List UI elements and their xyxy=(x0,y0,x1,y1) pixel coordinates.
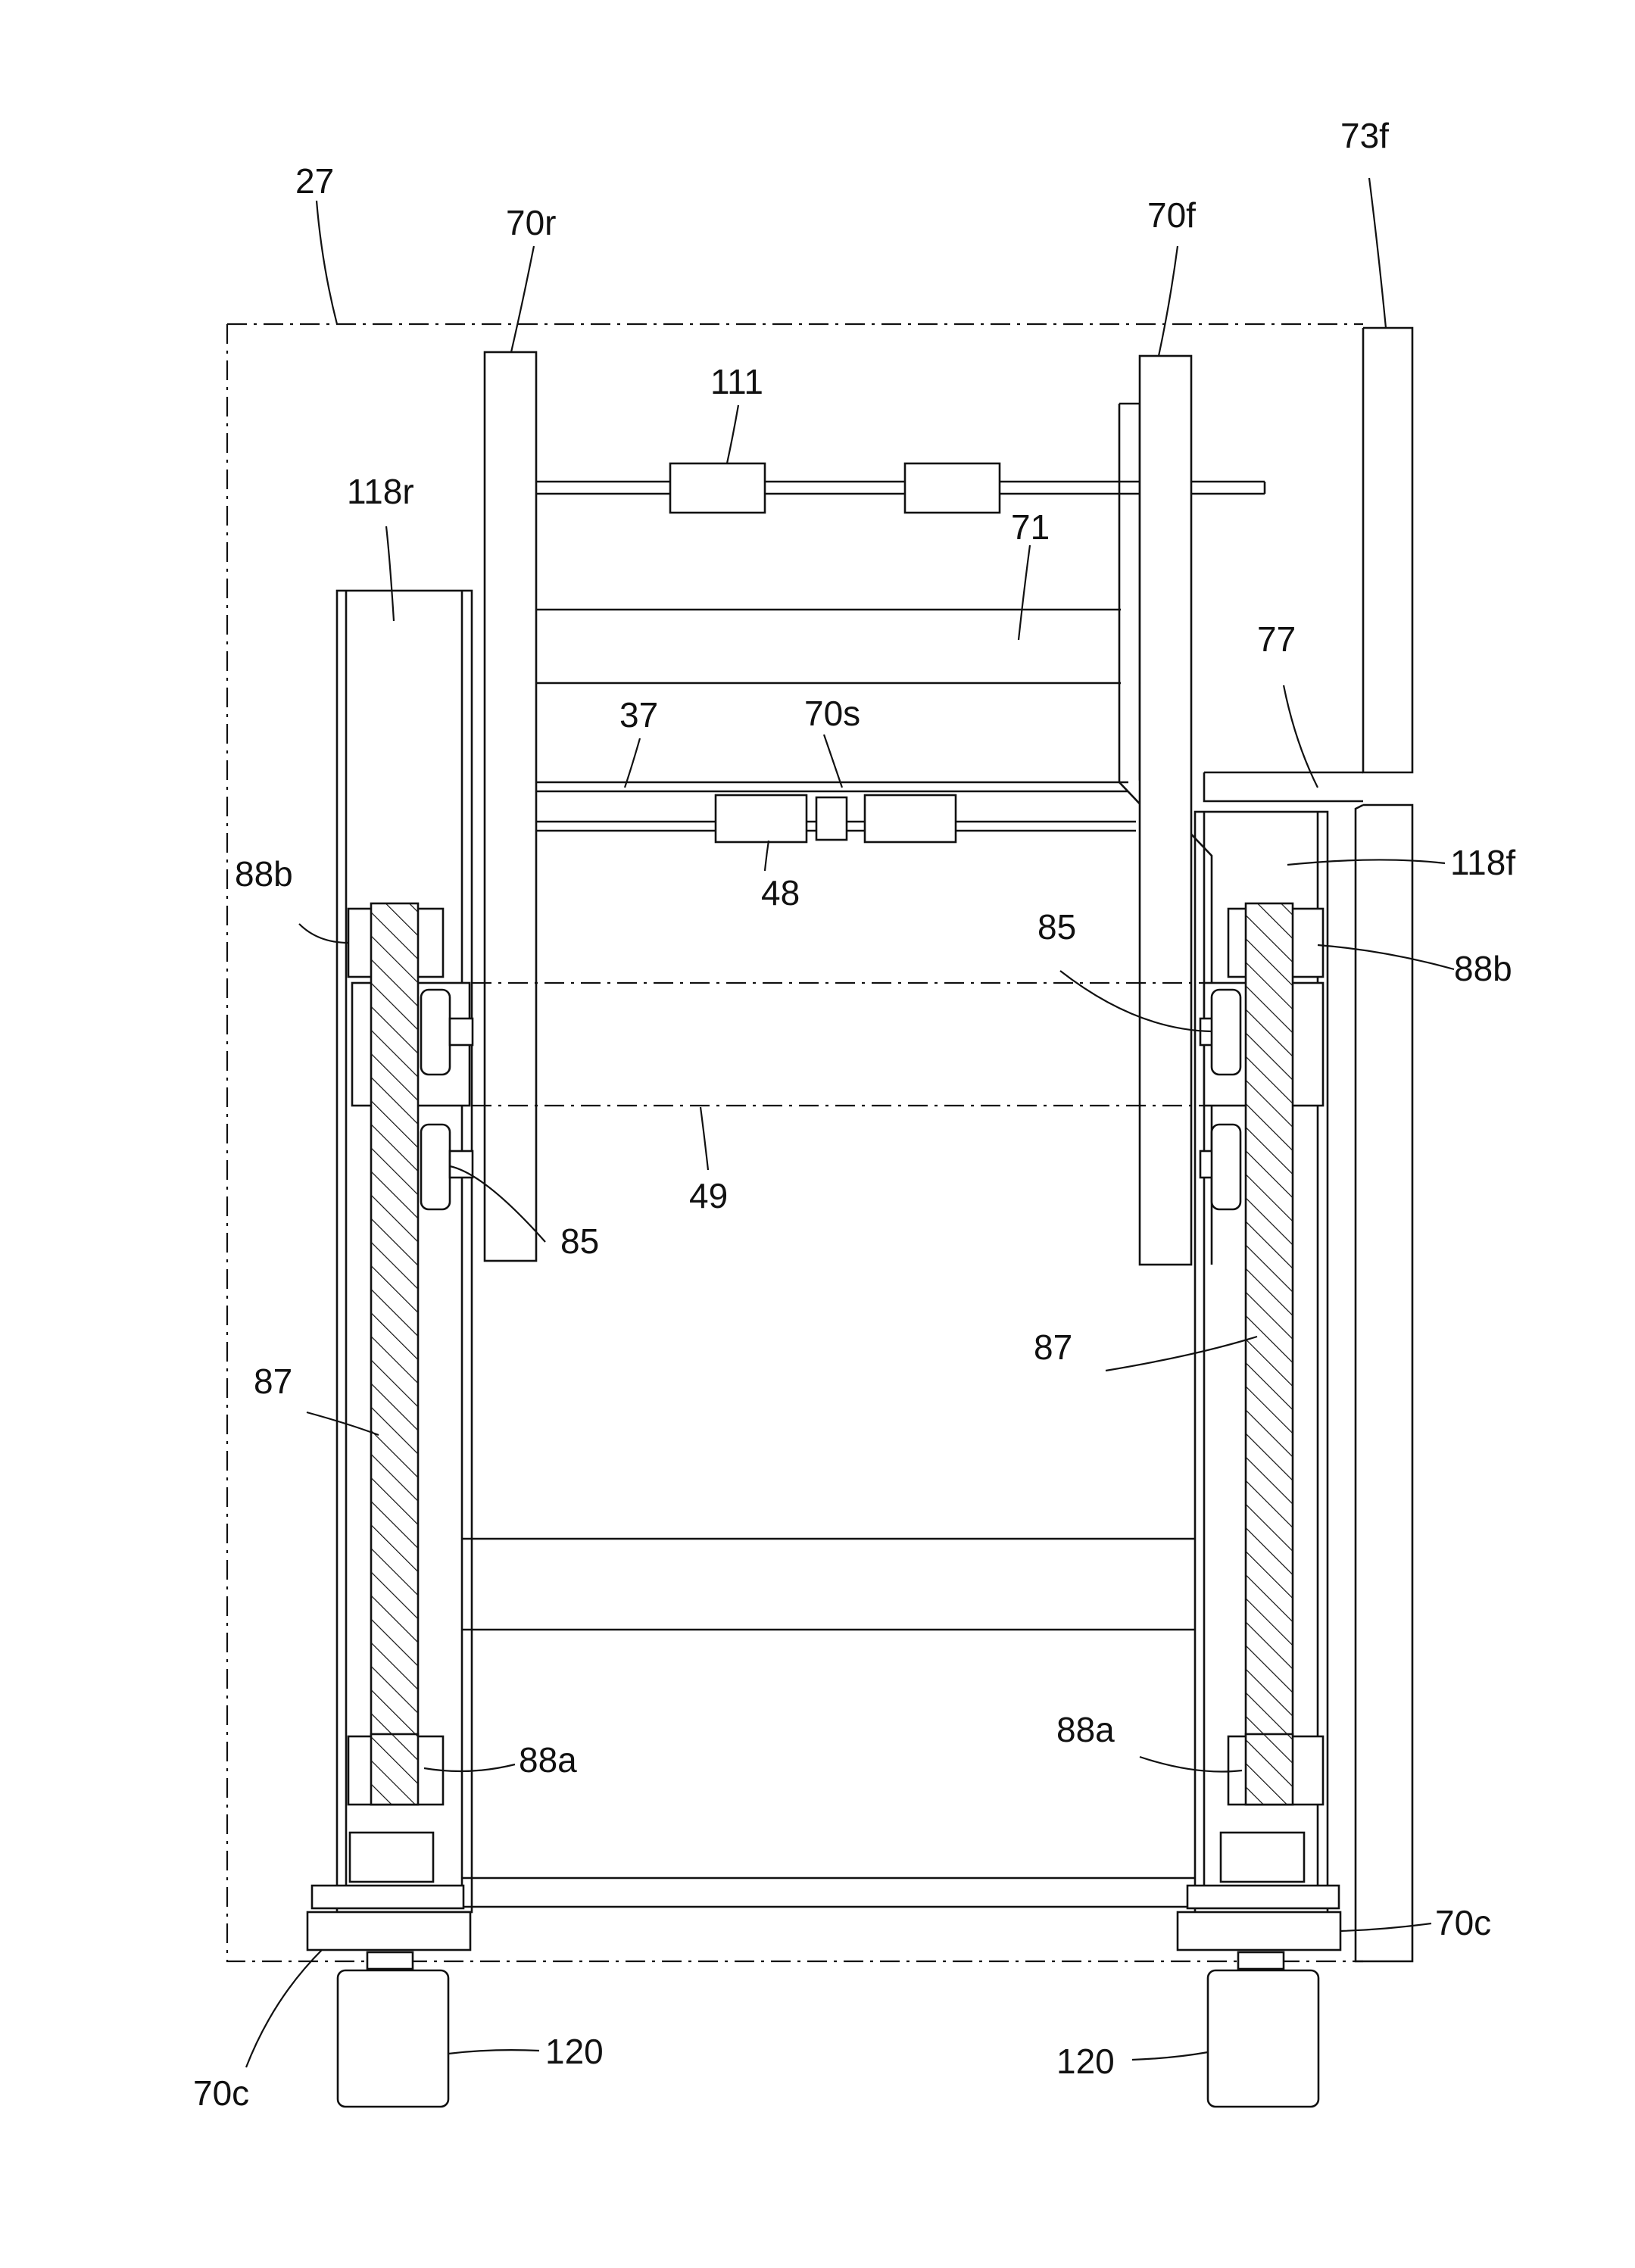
label-87-right: 87 xyxy=(1034,1327,1072,1367)
roller-85-right-top xyxy=(1212,990,1240,1075)
roller-85-left-top xyxy=(421,990,450,1075)
label-70f: 70f xyxy=(1147,195,1196,235)
leader-73f xyxy=(1369,178,1386,328)
leader-70r xyxy=(511,246,534,352)
label-70c-left: 70c xyxy=(193,2073,249,2113)
label-70r: 70r xyxy=(506,203,556,242)
roller-85-left-top-axle xyxy=(450,1019,473,1045)
block-left-bottom xyxy=(350,1833,433,1882)
label-85-left: 85 xyxy=(560,1221,599,1261)
label-88b-left: 88b xyxy=(235,854,293,894)
label-120-right: 120 xyxy=(1056,2042,1115,2081)
label-70s: 70s xyxy=(804,694,860,733)
label-48: 48 xyxy=(761,873,800,913)
leader-37 xyxy=(625,738,640,788)
label-70c-right: 70c xyxy=(1435,1903,1491,1942)
label-111: 111 xyxy=(710,362,763,401)
roller-85-right-bottom xyxy=(1212,1125,1240,1209)
cover-lower xyxy=(1356,805,1412,1961)
label-88a-right: 88a xyxy=(1056,1710,1115,1749)
side-frame-70r xyxy=(485,352,536,1261)
cover-73f xyxy=(1363,328,1412,772)
leader-111 xyxy=(727,405,738,463)
label-120-left: 120 xyxy=(545,2032,604,2071)
roller-85-left-bottom xyxy=(421,1125,450,1209)
duct-77-top xyxy=(1204,772,1363,801)
label-73f: 73f xyxy=(1340,116,1389,155)
coupling-48 xyxy=(816,797,847,840)
label-118r: 118r xyxy=(347,472,414,511)
label-88a-left: 88a xyxy=(519,1740,577,1780)
leader-70c-right xyxy=(1340,1923,1431,1931)
bracket-70c-right xyxy=(1178,1912,1340,1950)
label-27: 27 xyxy=(295,161,334,201)
motor-shaft-right xyxy=(1238,1952,1284,1969)
label-85-right-top: 85 xyxy=(1037,907,1076,947)
leader-120-right xyxy=(1132,2052,1208,2060)
label-88b-right: 88b xyxy=(1454,949,1512,988)
side-frame-70f xyxy=(1140,356,1191,1265)
belt-87-left-lower xyxy=(371,1734,418,1805)
leader-70f xyxy=(1159,246,1178,356)
label-37: 37 xyxy=(619,695,658,735)
label-71: 71 xyxy=(1011,507,1050,547)
leader-27 xyxy=(317,201,337,324)
leader-70s xyxy=(824,735,842,788)
bracket-70c-left xyxy=(307,1912,470,1950)
leader-49 xyxy=(700,1107,708,1170)
motor-120-left xyxy=(338,1970,448,2107)
leader-71 xyxy=(1019,545,1030,640)
label-118f: 118f xyxy=(1450,843,1515,882)
pulley-111-left xyxy=(670,463,765,513)
leader-48 xyxy=(765,841,769,871)
label-49: 49 xyxy=(689,1176,728,1215)
belt-87-right-lower xyxy=(1246,1734,1293,1805)
label-77: 77 xyxy=(1257,619,1296,659)
motor-shaft-left xyxy=(367,1952,413,1969)
pulley-48-right xyxy=(865,795,956,842)
pulley-48-left xyxy=(716,795,807,842)
leader-88b-right xyxy=(1318,945,1454,969)
pulley-111-right xyxy=(905,463,1000,513)
belt-87-left xyxy=(371,903,418,1805)
label-87-left: 87 xyxy=(254,1362,292,1401)
motor-120-right xyxy=(1208,1970,1318,2107)
leader-120-left xyxy=(448,2050,539,2054)
base-plate-left xyxy=(312,1886,463,1908)
leader-70c-left xyxy=(246,1950,322,2067)
belt-87-right xyxy=(1246,903,1293,1805)
block-right-bottom xyxy=(1221,1833,1304,1882)
base-plate-right xyxy=(1187,1886,1339,1908)
